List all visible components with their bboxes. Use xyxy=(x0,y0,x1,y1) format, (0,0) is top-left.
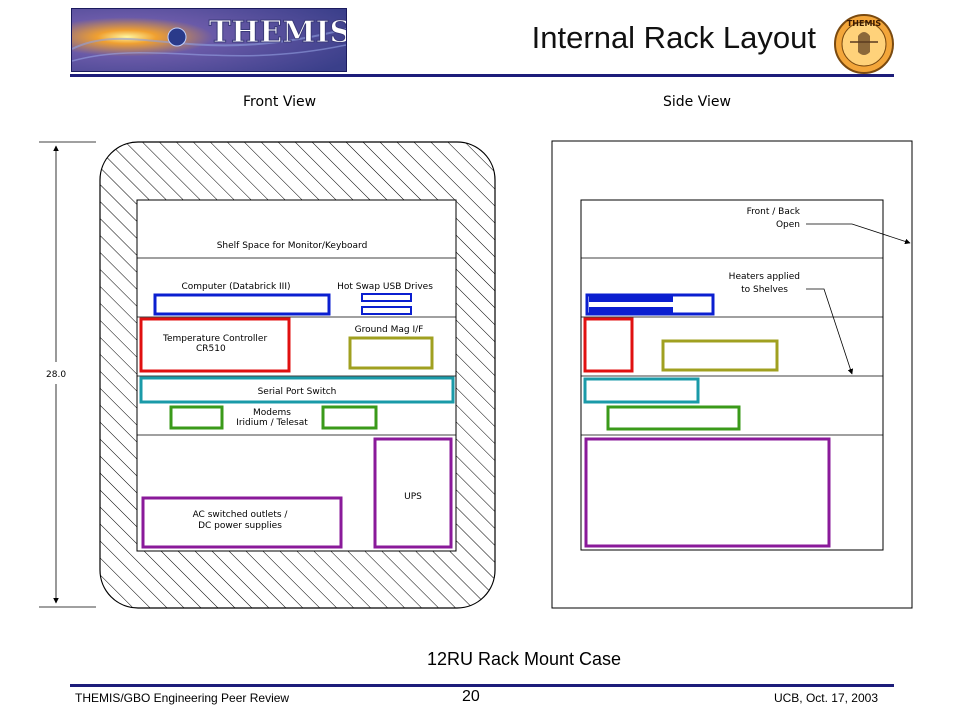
modem-box-1 xyxy=(169,405,224,430)
themis-emblem-icon: THEMIS xyxy=(832,12,896,76)
serial-switch-label: Serial Port Switch xyxy=(258,387,337,397)
footer-event: THEMIS/GBO Engineering Peer Review xyxy=(75,691,290,705)
page-number: 20 xyxy=(462,688,480,705)
computer-label: Computer (Databrick III) xyxy=(181,282,290,292)
modems-label-2: Iridium / Telesat xyxy=(236,418,308,428)
side-ground-mag-box xyxy=(661,339,779,372)
height-dimension: 28.0 xyxy=(39,141,96,608)
logo-text: THEMIS xyxy=(209,15,346,50)
heaters-callout xyxy=(806,288,854,375)
ups-box xyxy=(373,437,453,549)
modems-label-1: Modems xyxy=(253,408,291,418)
emblem-text: THEMIS xyxy=(847,19,882,28)
heaters-label-1: Heaters applied xyxy=(729,272,800,282)
side-usb-drive-1 xyxy=(589,296,673,302)
front-back-callout xyxy=(806,223,911,245)
header-rule xyxy=(70,74,894,77)
front-back-label-1: Front / Back xyxy=(747,207,801,217)
front-view-title: Front View xyxy=(243,94,317,110)
side-view-title: Side View xyxy=(663,94,731,110)
ac-outlets-label-1: AC switched outlets / xyxy=(193,510,289,520)
side-case xyxy=(551,140,913,609)
ac-outlets-label-2: DC power supplies xyxy=(198,521,282,531)
computer-box xyxy=(153,293,331,316)
slide-caption: 12RU Rack Mount Case xyxy=(426,649,622,669)
side-temperature-controller-box xyxy=(583,317,634,373)
footer-rule xyxy=(70,684,894,687)
ground-mag-label: Ground Mag I/F xyxy=(355,325,424,335)
temp-controller-label-1: Temperature Controller xyxy=(162,334,267,344)
shelf-space-label: Shelf Space for Monitor/Keyboard xyxy=(217,241,368,251)
heaters-label-2: to Shelves xyxy=(741,285,788,295)
temperature-controller-box xyxy=(139,317,291,373)
themis-logo-banner: THEMIS xyxy=(71,8,347,72)
ac-outlets-box xyxy=(141,496,343,549)
side-modems-box xyxy=(606,405,741,431)
front-back-label-2: Open xyxy=(776,220,800,230)
side-computer-box xyxy=(585,293,715,316)
side-serial-switch-box xyxy=(583,377,700,404)
usb-drive-box-1 xyxy=(361,293,412,302)
side-usb-drive-2 xyxy=(589,307,673,313)
height-dimension-label: 28.0 xyxy=(46,370,66,380)
modem-box-2 xyxy=(321,405,378,430)
side-power-box xyxy=(584,437,831,548)
slide-title: Internal Rack Layout xyxy=(531,20,816,55)
ups-label: UPS xyxy=(404,492,422,502)
temp-controller-label-2: CR510 xyxy=(196,344,226,354)
usb-drive-box-2 xyxy=(361,306,412,315)
hot-swap-label: Hot Swap USB Drives xyxy=(337,282,433,292)
footer-date: UCB, Oct. 17, 2003 xyxy=(773,691,878,705)
serial-switch-box xyxy=(139,376,455,404)
ground-mag-box xyxy=(348,336,434,370)
front-case xyxy=(99,141,496,609)
